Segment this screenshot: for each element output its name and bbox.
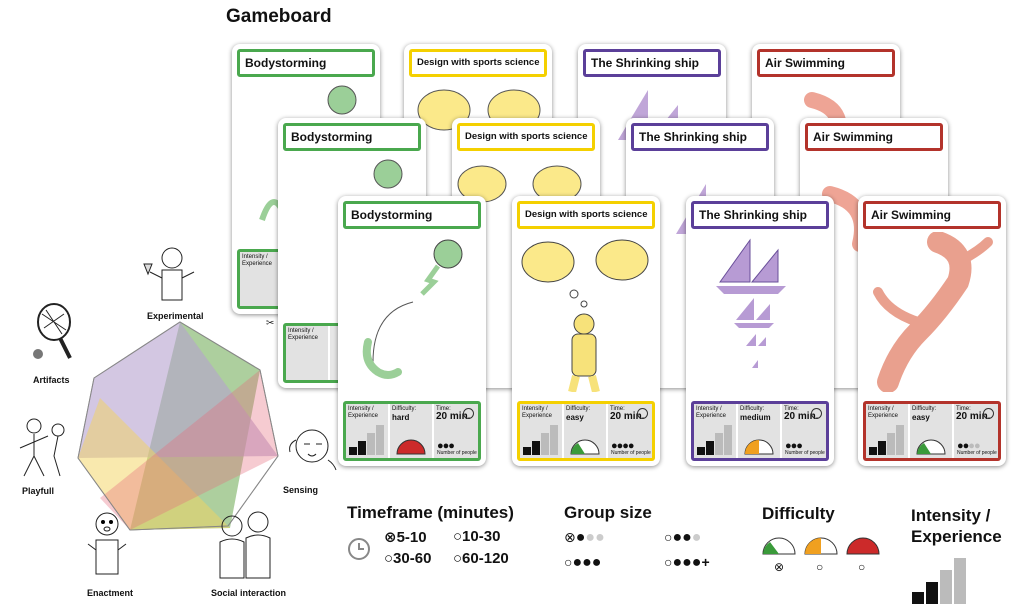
difficulty-option-easy[interactable]: ⊗ — [774, 560, 785, 574]
category-label-artifacts: Artifacts — [33, 375, 70, 385]
intensity-bars — [349, 425, 387, 455]
card-title: Design with sports science — [517, 201, 655, 229]
difficulty-hard-gauge-icon — [846, 537, 880, 555]
difficulty-gauge-icon — [396, 439, 426, 455]
sensing-face-icon — [289, 429, 337, 471]
card-footer: Intensity / Experience Difficulty:easy T… — [517, 401, 655, 461]
clock-icon — [348, 538, 370, 560]
clock-icon — [463, 408, 474, 419]
card-title: The Shrinking ship — [691, 201, 829, 229]
legend-difficulty-heading: Difficulty — [762, 504, 835, 523]
difficulty-gauge-icon — [570, 439, 600, 455]
stray-fragment: ✂ — [266, 318, 275, 329]
card-ship[interactable]: The Shrinking ship Intensity / Experienc… — [686, 196, 834, 466]
category-heptagon-diagram — [77, 321, 279, 531]
category-label-sensing: Sensing — [283, 485, 319, 495]
lightbulb-illustration — [362, 239, 463, 379]
scientist-icon — [143, 247, 195, 301]
difficulty-option-hard[interactable]: ○ — [858, 560, 866, 574]
legend-group-size-heading: Group size — [564, 503, 652, 522]
card-sports[interactable]: Design with sports science Intensity / E… — [512, 196, 660, 466]
card-title: Air Swimming — [757, 49, 895, 77]
card-title: The Shrinking ship — [583, 49, 721, 77]
card-title: Air Swimming — [805, 123, 943, 151]
card-title: Bodystorming — [283, 123, 421, 151]
difficulty-medium-gauge-icon — [804, 537, 838, 555]
people-icons: ●●● — [785, 440, 803, 452]
enactment-figure-icon — [87, 512, 127, 575]
legend-intensity-heading-line1: Intensity / — [911, 506, 991, 525]
timeframe-option-5-10[interactable]: ⊗5-10 — [384, 529, 427, 546]
group-size-option-2[interactable]: ○●●● — [664, 529, 702, 546]
card-air[interactable]: Air Swimming Intensity / Experience Diff… — [858, 196, 1006, 466]
timeframe-option-10-30[interactable]: ○10-30 — [453, 528, 501, 545]
clock-icon — [811, 408, 822, 419]
difficulty-easy-gauge-icon — [762, 537, 796, 555]
difficulty-gauge-icon — [916, 439, 946, 455]
card-title: Design with sports science — [409, 49, 547, 77]
timeframe-option-60-120[interactable]: ○60-120 — [453, 550, 509, 567]
people-icons: ●●●● — [611, 440, 635, 452]
intensity-bars-legend — [912, 556, 972, 604]
clock-icon — [983, 408, 994, 419]
card-title: Bodystorming — [343, 201, 481, 229]
thinking-person-illustration — [521, 239, 649, 392]
card-footer: Intensity / Experience Difficulty:medium… — [691, 401, 829, 461]
swimmer-illustration — [873, 232, 993, 392]
card-bodystorming[interactable]: Bodystorming Intensity / Experience Diff… — [338, 196, 486, 466]
card-title: The Shrinking ship — [631, 123, 769, 151]
difficulty-option-medium[interactable]: ○ — [816, 560, 824, 574]
card-title: Air Swimming — [863, 201, 1001, 229]
clock-icon — [637, 408, 648, 419]
card-footer: Intensity / Experience Difficulty:hard T… — [343, 401, 481, 461]
intensity-bars — [869, 425, 907, 455]
category-label-enactment: Enactment — [87, 588, 134, 598]
intensity-bars — [523, 425, 561, 455]
group-size-option-3[interactable]: ○●●● — [564, 554, 602, 571]
card-title: Bodystorming — [237, 49, 375, 77]
timeframe-option-30-60[interactable]: ○30-60 — [384, 550, 432, 567]
page-title: Gameboard — [226, 6, 332, 27]
tennis-racket-icon — [33, 303, 72, 359]
intensity-bars — [697, 425, 735, 455]
card-title: Design with sports science — [457, 123, 595, 151]
category-label-playfull: Playfull — [22, 486, 55, 496]
difficulty-gauge-icon — [744, 439, 774, 455]
people-icons: ●●● — [437, 440, 455, 452]
social-interaction-icon — [219, 511, 271, 579]
people-icons: ●●●● — [957, 440, 981, 452]
shrinking-sailboats-illustration — [716, 238, 786, 368]
lightbulb-illustration — [373, 159, 403, 189]
legend-intensity-heading-line2: Experience — [911, 527, 1002, 546]
group-size-option-1[interactable]: ⊗●●● — [564, 529, 605, 546]
group-size-option-4[interactable]: ○●●●+ — [664, 554, 710, 571]
category-label-social-interaction: Social interaction — [211, 588, 287, 598]
card-footer: Intensity / Experience Difficulty:easy T… — [863, 401, 1001, 461]
category-label-experimental: Experimental — [147, 311, 204, 321]
playful-figures-icon — [19, 418, 65, 477]
legend-timeframe-heading: Timeframe (minutes) — [347, 503, 514, 522]
